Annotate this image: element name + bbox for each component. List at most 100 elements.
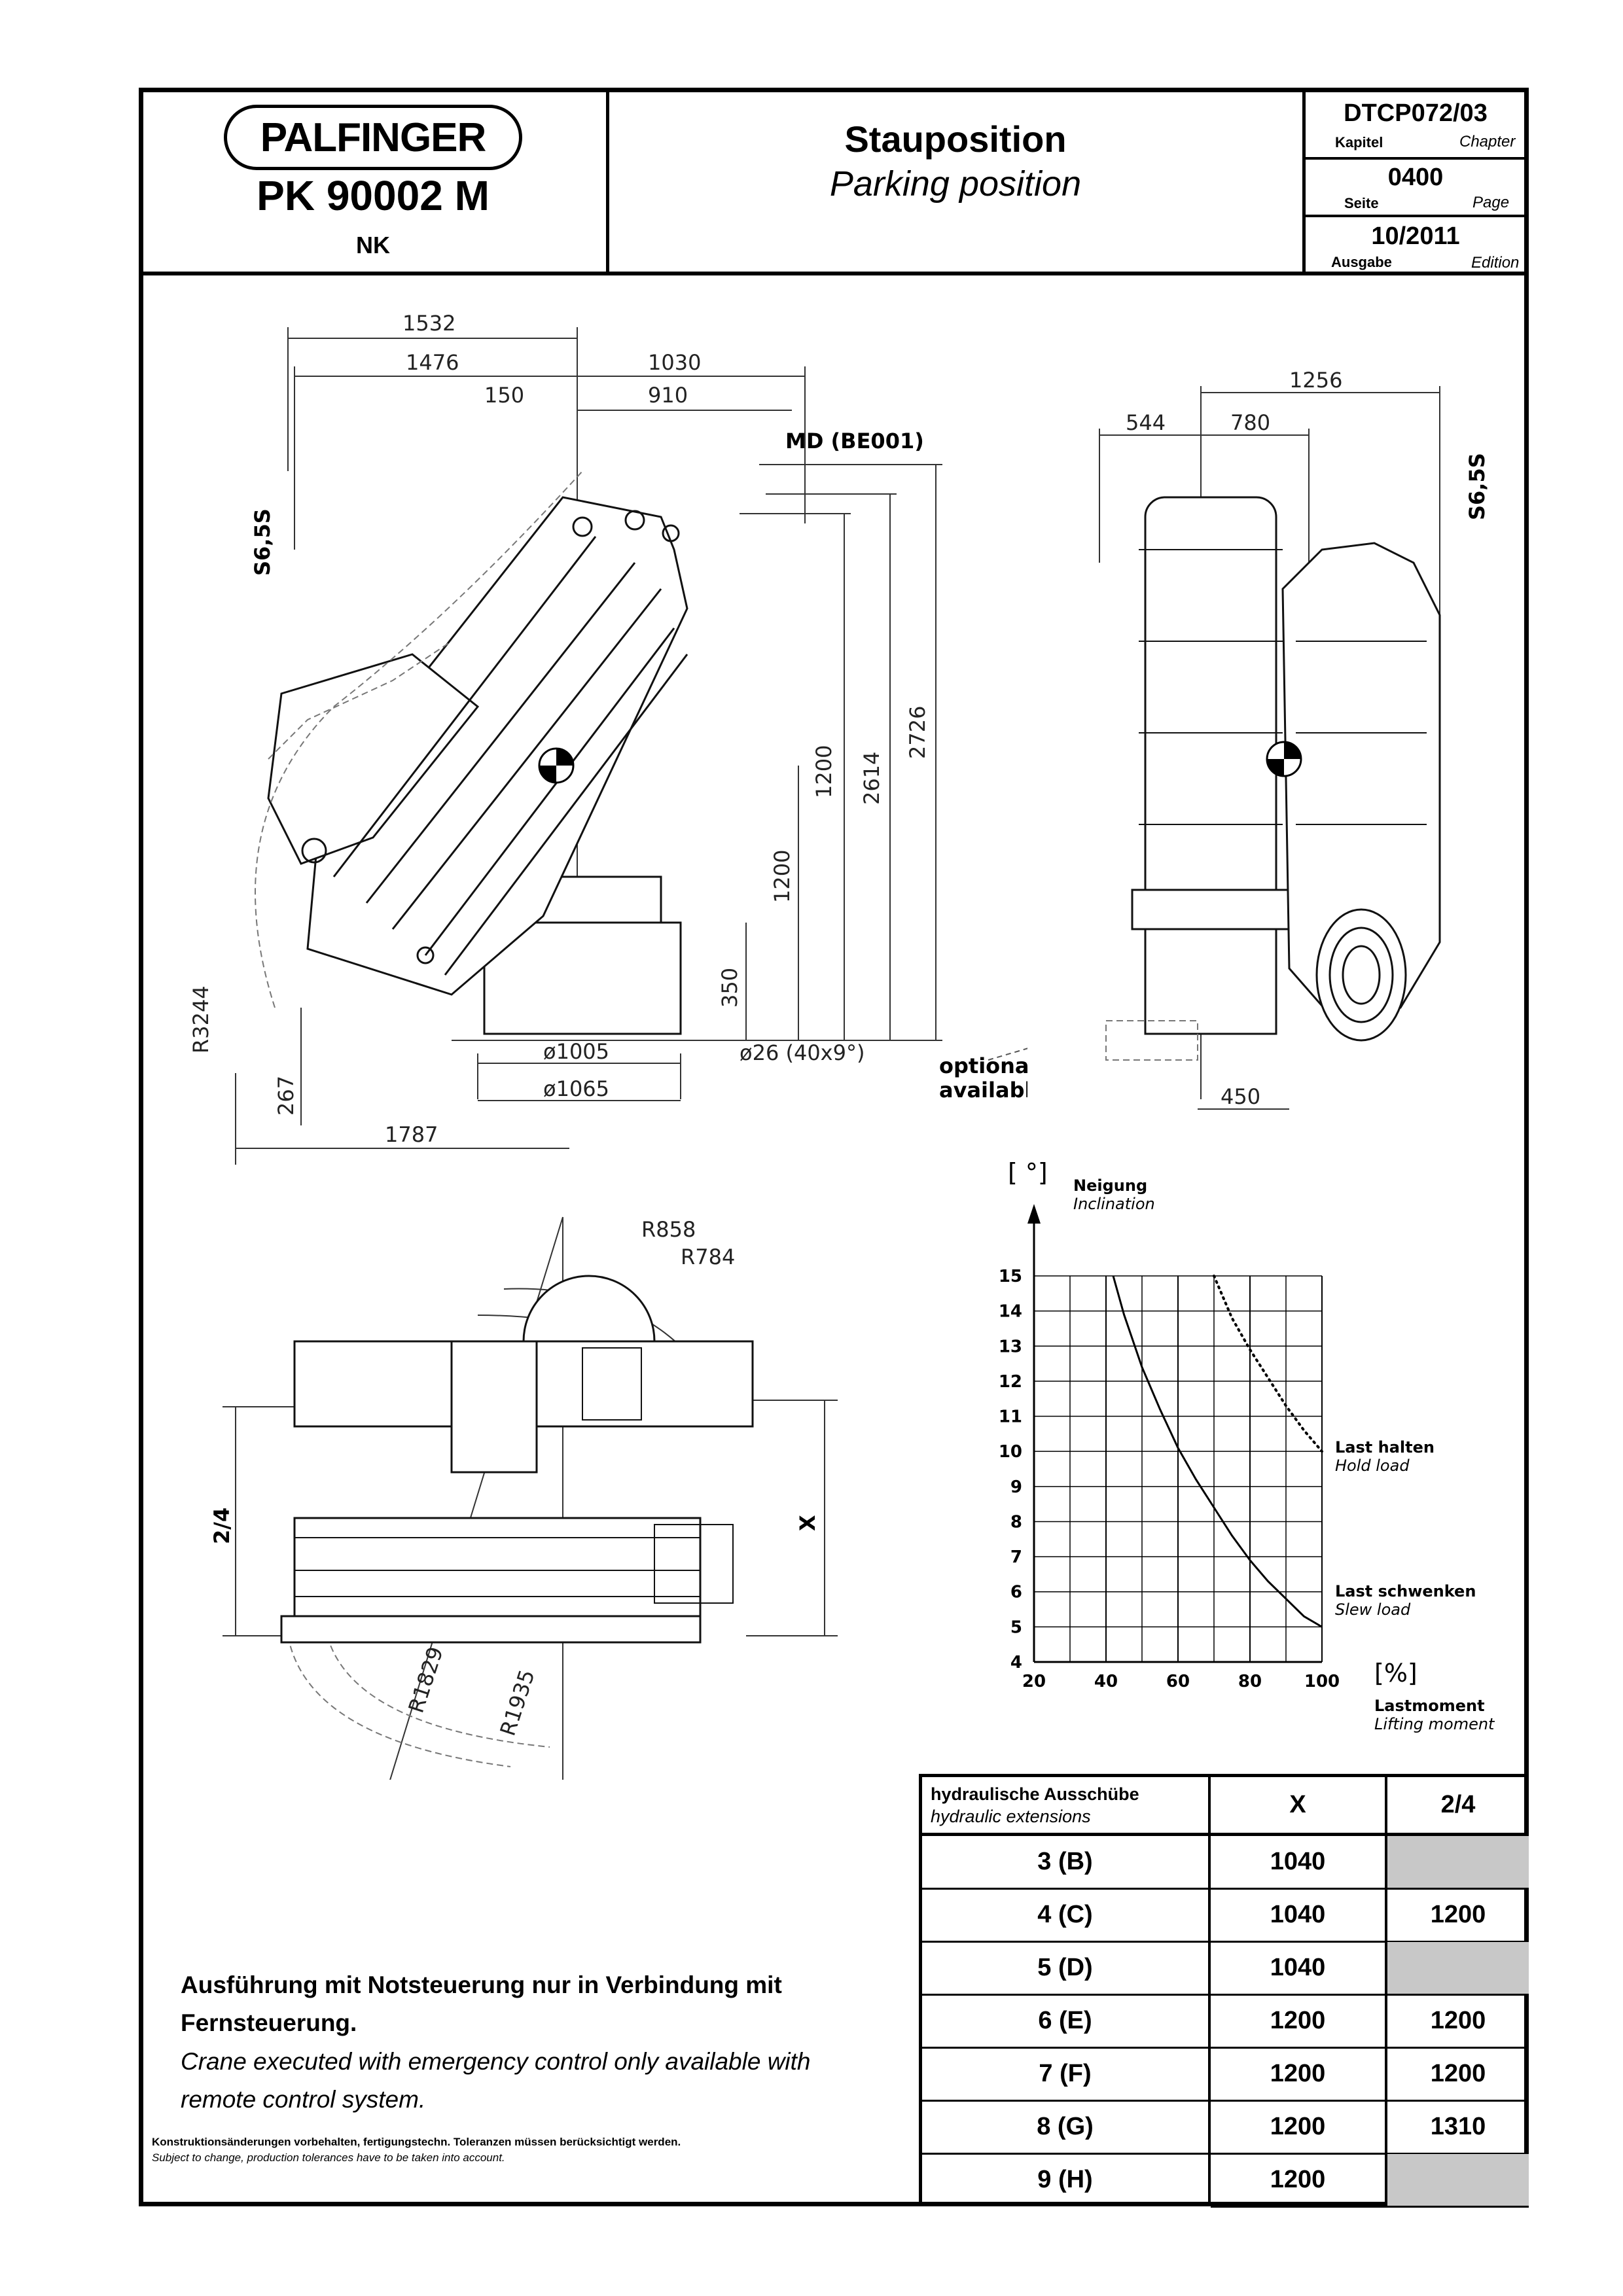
table-cell-24 <box>1387 2154 1529 2206</box>
table-row-divider <box>1211 2153 1529 2155</box>
front-dim-544: 544 <box>1126 410 1166 435</box>
table-row-divider-left <box>919 1888 1211 1890</box>
chart-x-unit: [%] <box>1374 1659 1418 1687</box>
dim-1200-b: 1200 <box>770 850 794 903</box>
chart-y-tick-label: 14 <box>999 1302 1022 1322</box>
chart-y-tick-label: 7 <box>1010 1547 1022 1567</box>
chart-y-label-en: Inclination <box>1073 1195 1155 1213</box>
chart-y-tick-label: 5 <box>1010 1617 1022 1637</box>
front-s65s-label: S6,5S <box>1465 453 1489 520</box>
doc-number: DTCP072/03 <box>1344 99 1488 127</box>
page-label-en: Page <box>1472 194 1510 211</box>
title-en: Parking position <box>829 164 1082 203</box>
chart-x-tick-label: 60 <box>1166 1672 1190 1691</box>
side-view-drawing: 1532 1476 1030 150 910 MD (BE001) S6,5S … <box>188 311 1027 1165</box>
page-label-de: Seite <box>1344 195 1379 211</box>
table-cell-extension: 6 (E) <box>1038 2007 1092 2034</box>
top-view-drawing: R858 R784 2/4 X R1829 R1935 <box>209 1216 838 1780</box>
dim-2614: 2614 <box>859 752 884 805</box>
top-dim-r784: R784 <box>681 1245 735 1269</box>
dim-350: 350 <box>717 968 742 1008</box>
model-name: PK 90002 M <box>257 172 490 219</box>
table-cell-24: 1200 <box>1430 2060 1486 2087</box>
table-cell-x: 1200 <box>1270 2060 1326 2087</box>
top-dim-r1935: R1935 <box>495 1667 539 1739</box>
table-row-divider-left <box>919 1941 1211 1943</box>
top-dim-x: X <box>795 1515 820 1531</box>
md-label: MD (BE001) <box>785 429 924 453</box>
page-frame <box>139 88 1529 2206</box>
optional-note-line2: available <box>939 1078 1027 1103</box>
table-cell-24 <box>1387 1942 1529 1994</box>
chart-y-tick-label: 10 <box>999 1442 1022 1462</box>
chart-x-tick-label: 100 <box>1304 1672 1340 1691</box>
chart-x-tick-label: 20 <box>1022 1672 1046 1691</box>
table-header-line <box>919 1833 1529 1836</box>
top-dim-r1829: R1829 <box>403 1644 448 1716</box>
chart-y-tick-label: 8 <box>1010 1512 1022 1532</box>
title-divider-2 <box>1302 88 1306 274</box>
front-dim-1256: 1256 <box>1289 368 1342 393</box>
top-dim-24: 2/4 <box>209 1508 234 1544</box>
dim-150: 150 <box>484 383 524 408</box>
chart-y-tick-label: 4 <box>1010 1653 1022 1672</box>
chart-y-tick-label: 13 <box>999 1337 1022 1356</box>
table-row-divider-left <box>919 2047 1211 2049</box>
chart-x-tick-label: 80 <box>1238 1672 1262 1691</box>
dim-2726: 2726 <box>905 706 930 759</box>
extensions-table: hydraulische Ausschübe hydraulic extensi… <box>919 1774 1529 2208</box>
table-cell-24: 1310 <box>1430 2113 1486 2140</box>
front-view-drawing: 1256 544 780 S6,5S 450 <box>1099 368 1489 1110</box>
front-dim-780: 780 <box>1230 410 1270 435</box>
table-col-x: X <box>1289 1791 1306 1818</box>
title-block-bottom-line <box>139 272 1529 275</box>
chart-x-tick-label: 40 <box>1094 1672 1118 1691</box>
title-info-divider-1 <box>1302 157 1529 160</box>
legend-hold-en: Hold load <box>1335 1457 1410 1475</box>
model-sub: NK <box>356 232 390 258</box>
title-divider-1 <box>606 88 609 274</box>
chart-axes <box>1027 1204 1041 1662</box>
page-number: 0400 <box>1387 164 1444 191</box>
dim-1532: 1532 <box>402 311 455 336</box>
chart-y-tick-label: 11 <box>999 1407 1022 1427</box>
chart-x-label-de: Lastmoment <box>1374 1697 1485 1715</box>
table-header-de: hydraulische Ausschübe <box>931 1784 1139 1804</box>
table-row-divider <box>1211 1994 1529 1996</box>
dim-1476: 1476 <box>406 350 459 375</box>
series-hold-load-line <box>1213 1275 1323 1453</box>
chart-grid <box>1033 1275 1323 1663</box>
table-cell-extension: 7 (F) <box>1039 2060 1092 2087</box>
optional-note-line1: optionally <box>939 1053 1027 1078</box>
edition-number: 10/2011 <box>1371 222 1460 250</box>
table-cell-x: 1200 <box>1270 2166 1326 2193</box>
brand-logo: PALFINGER <box>224 105 522 170</box>
title-de: Stauposition <box>844 118 1067 160</box>
title-info-divider-2 <box>1302 215 1529 217</box>
dim-r3244: R3244 <box>188 985 213 1053</box>
table-cell-x: 1200 <box>1270 2007 1326 2034</box>
dim-267: 267 <box>274 1076 298 1116</box>
chart-series <box>1112 1275 1323 1628</box>
dim-1787: 1787 <box>385 1122 438 1147</box>
chart-y-label-de: Neigung <box>1073 1176 1147 1195</box>
table-cell-extension: 9 (H) <box>1037 2166 1093 2193</box>
table-divider-1 <box>1208 1774 1211 2206</box>
chapter-label-de: Kapitel <box>1335 134 1383 150</box>
notice-de: Ausführung mit Notsteuerung nur in Verbi… <box>181 1971 782 2036</box>
table-row-divider-left <box>919 2153 1211 2155</box>
front-dim-450: 450 <box>1221 1084 1260 1109</box>
table-border-top <box>919 1774 1529 1777</box>
table-divider-2 <box>1385 1774 1387 2206</box>
table-row-divider <box>1211 2100 1529 2102</box>
table-row-divider-left <box>919 2100 1211 2102</box>
table-header-en: hydraulic extensions <box>931 1807 1091 1826</box>
s65s-label: S6,5S <box>250 508 275 576</box>
legend-slew-de: Last schwenken <box>1335 1582 1476 1600</box>
table-cell-extension: 3 (B) <box>1037 1848 1093 1875</box>
dim-1030: 1030 <box>648 350 701 375</box>
table-cell-24: 1200 <box>1430 1901 1486 1928</box>
chart-y-unit: [ °] <box>1008 1158 1048 1187</box>
table-cell-extension: 4 (C) <box>1037 1901 1093 1928</box>
table-row-divider-left <box>919 1994 1211 1996</box>
